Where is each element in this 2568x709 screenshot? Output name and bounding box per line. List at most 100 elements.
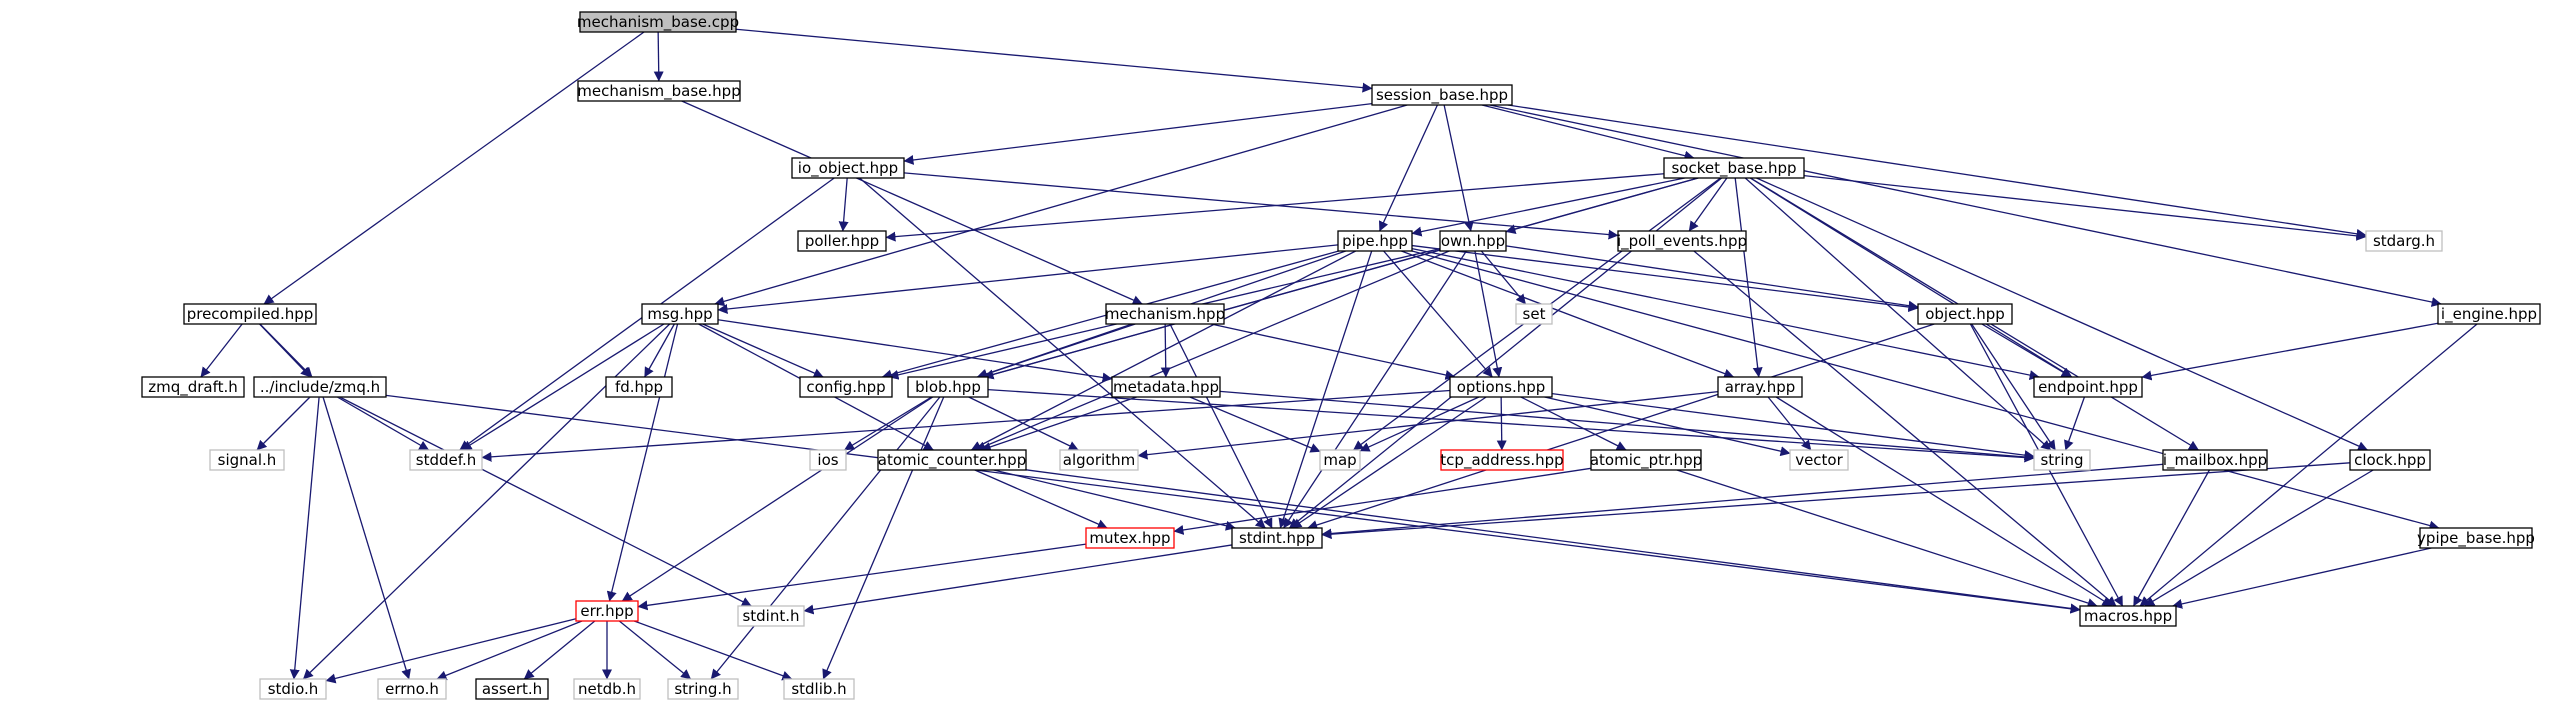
node-box-macros_hpp[interactable]: [2079, 605, 2177, 627]
node-precompiled_hpp[interactable]: precompiled.hpp: [183, 303, 317, 325]
node-metadata_hpp[interactable]: metadata.hpp: [1111, 376, 1221, 398]
node-stdio_h[interactable]: stdio.h: [259, 678, 327, 700]
node-box-mechanism_base_cpp[interactable]: [579, 11, 737, 33]
node-endpoint_hpp[interactable]: endpoint.hpp: [2033, 376, 2143, 398]
node-box-blob_hpp[interactable]: [907, 376, 989, 398]
node-string[interactable]: string: [2033, 449, 2091, 471]
node-algorithm[interactable]: algorithm: [1059, 449, 1139, 471]
node-box-msg_hpp[interactable]: [641, 303, 719, 325]
node-map[interactable]: map: [1319, 449, 1361, 471]
node-box-algorithm[interactable]: [1059, 449, 1139, 471]
node-tcp_address_hpp[interactable]: tcp_address.hpp: [1440, 449, 1564, 471]
node-box-endpoint_hpp[interactable]: [2033, 376, 2143, 398]
node-config_hpp[interactable]: config.hpp: [799, 376, 893, 398]
node-atomic_ptr_hpp[interactable]: atomic_ptr.hpp: [1590, 449, 1702, 471]
node-box-stdint_h[interactable]: [737, 605, 805, 627]
node-err_hpp[interactable]: err.hpp: [575, 600, 639, 622]
node-mutex_hpp[interactable]: mutex.hpp: [1085, 527, 1175, 549]
node-box-own_hpp[interactable]: [1439, 230, 1507, 252]
node-box-object_hpp[interactable]: [1917, 303, 2013, 325]
node-macros_hpp[interactable]: macros.hpp: [2079, 605, 2177, 627]
node-atomic_counter_hpp[interactable]: atomic_counter.hpp: [877, 449, 1027, 471]
node-box-stdarg_h[interactable]: [2365, 230, 2443, 252]
node-pipe_hpp[interactable]: pipe.hpp: [1337, 230, 1413, 252]
node-box-array_hpp[interactable]: [1717, 376, 1803, 398]
edges-layer: [200, 28, 2478, 684]
node-mechanism_base_hpp[interactable]: mechanism_base.hpp: [577, 80, 741, 102]
node-assert_h[interactable]: assert.h: [475, 678, 549, 700]
node-ios[interactable]: ios: [809, 449, 847, 471]
node-set[interactable]: set: [1515, 303, 1553, 325]
node-include_zmq_h[interactable]: ../include/zmq.h: [253, 376, 387, 398]
node-box-stdlib_h[interactable]: [783, 678, 855, 700]
node-box-fd_hpp[interactable]: [605, 376, 673, 398]
node-msg_hpp[interactable]: msg.hpp: [641, 303, 719, 325]
node-signal_h[interactable]: signal.h: [209, 449, 285, 471]
node-box-i_poll_events_hpp[interactable]: [1617, 230, 1747, 252]
node-mechanism_hpp[interactable]: mechanism.hpp: [1105, 303, 1225, 325]
node-stdint_h[interactable]: stdint.h: [737, 605, 805, 627]
node-box-atomic_ptr_hpp[interactable]: [1590, 449, 1702, 471]
node-vector[interactable]: vector: [1789, 449, 1849, 471]
node-box-socket_base_hpp[interactable]: [1663, 157, 1805, 179]
node-ypipe_base_hpp[interactable]: ypipe_base.hpp: [2417, 527, 2535, 549]
node-box-ios[interactable]: [809, 449, 847, 471]
node-box-err_hpp[interactable]: [575, 600, 639, 622]
node-clock_hpp[interactable]: clock.hpp: [2349, 449, 2431, 471]
node-stdlib_h[interactable]: stdlib.h: [783, 678, 855, 700]
node-i_poll_events_hpp[interactable]: i_poll_events.hpp: [1617, 230, 1747, 252]
node-stddef_h[interactable]: stddef.h: [409, 449, 483, 471]
node-options_hpp[interactable]: options.hpp: [1449, 376, 1553, 398]
node-box-zmq_draft_h[interactable]: [141, 376, 245, 398]
node-zmq_draft_h[interactable]: zmq_draft.h: [141, 376, 245, 398]
node-box-string_h[interactable]: [667, 678, 739, 700]
node-box-stdint_hpp[interactable]: [1231, 527, 1323, 549]
node-box-map[interactable]: [1319, 449, 1361, 471]
node-box-atomic_counter_hpp[interactable]: [877, 449, 1027, 471]
node-box-stdio_h[interactable]: [259, 678, 327, 700]
node-box-netdb_h[interactable]: [573, 678, 641, 700]
node-box-mechanism_hpp[interactable]: [1105, 303, 1225, 325]
node-errno_h[interactable]: errno.h: [377, 678, 447, 700]
node-box-errno_h[interactable]: [377, 678, 447, 700]
node-netdb_h[interactable]: netdb.h: [573, 678, 641, 700]
node-box-clock_hpp[interactable]: [2349, 449, 2431, 471]
node-socket_base_hpp[interactable]: socket_base.hpp: [1663, 157, 1805, 179]
node-box-pipe_hpp[interactable]: [1337, 230, 1413, 252]
node-own_hpp[interactable]: own.hpp: [1439, 230, 1507, 252]
node-blob_hpp[interactable]: blob.hpp: [907, 376, 989, 398]
edge-io_object_hpp-to-stdint_hpp: [859, 177, 1266, 529]
node-box-io_object_hpp[interactable]: [791, 157, 905, 179]
node-i_mailbox_hpp[interactable]: i_mailbox.hpp: [2162, 449, 2268, 471]
node-box-tcp_address_hpp[interactable]: [1440, 449, 1564, 471]
node-box-i_engine_hpp[interactable]: [2437, 303, 2541, 325]
node-box-i_mailbox_hpp[interactable]: [2162, 449, 2268, 471]
node-stdarg_h[interactable]: stdarg.h: [2365, 230, 2443, 252]
node-box-set[interactable]: [1515, 303, 1553, 325]
node-box-precompiled_hpp[interactable]: [183, 303, 317, 325]
node-box-ypipe_base_hpp[interactable]: [2419, 527, 2533, 549]
node-object_hpp[interactable]: object.hpp: [1917, 303, 2013, 325]
node-i_engine_hpp[interactable]: i_engine.hpp: [2437, 303, 2541, 325]
node-box-metadata_hpp[interactable]: [1111, 376, 1221, 398]
node-box-assert_h[interactable]: [475, 678, 549, 700]
node-array_hpp[interactable]: array.hpp: [1717, 376, 1803, 398]
node-box-include_zmq_h[interactable]: [253, 376, 387, 398]
node-poller_hpp[interactable]: poller.hpp: [797, 230, 887, 252]
node-string_h[interactable]: string.h: [667, 678, 739, 700]
node-box-mutex_hpp[interactable]: [1085, 527, 1175, 549]
node-box-poller_hpp[interactable]: [797, 230, 887, 252]
node-session_base_hpp[interactable]: session_base.hpp: [1371, 84, 1513, 106]
node-box-stddef_h[interactable]: [409, 449, 483, 471]
node-stdint_hpp[interactable]: stdint.hpp: [1231, 527, 1323, 549]
node-io_object_hpp[interactable]: io_object.hpp: [791, 157, 905, 179]
node-mechanism_base_cpp[interactable]: mechanism_base.cpp: [577, 11, 739, 33]
node-box-string[interactable]: [2033, 449, 2091, 471]
node-box-session_base_hpp[interactable]: [1371, 84, 1513, 106]
node-box-mechanism_base_hpp[interactable]: [577, 80, 741, 102]
node-box-options_hpp[interactable]: [1449, 376, 1553, 398]
node-box-vector[interactable]: [1789, 449, 1849, 471]
node-fd_hpp[interactable]: fd.hpp: [605, 376, 673, 398]
node-box-config_hpp[interactable]: [799, 376, 893, 398]
node-box-signal_h[interactable]: [209, 449, 285, 471]
